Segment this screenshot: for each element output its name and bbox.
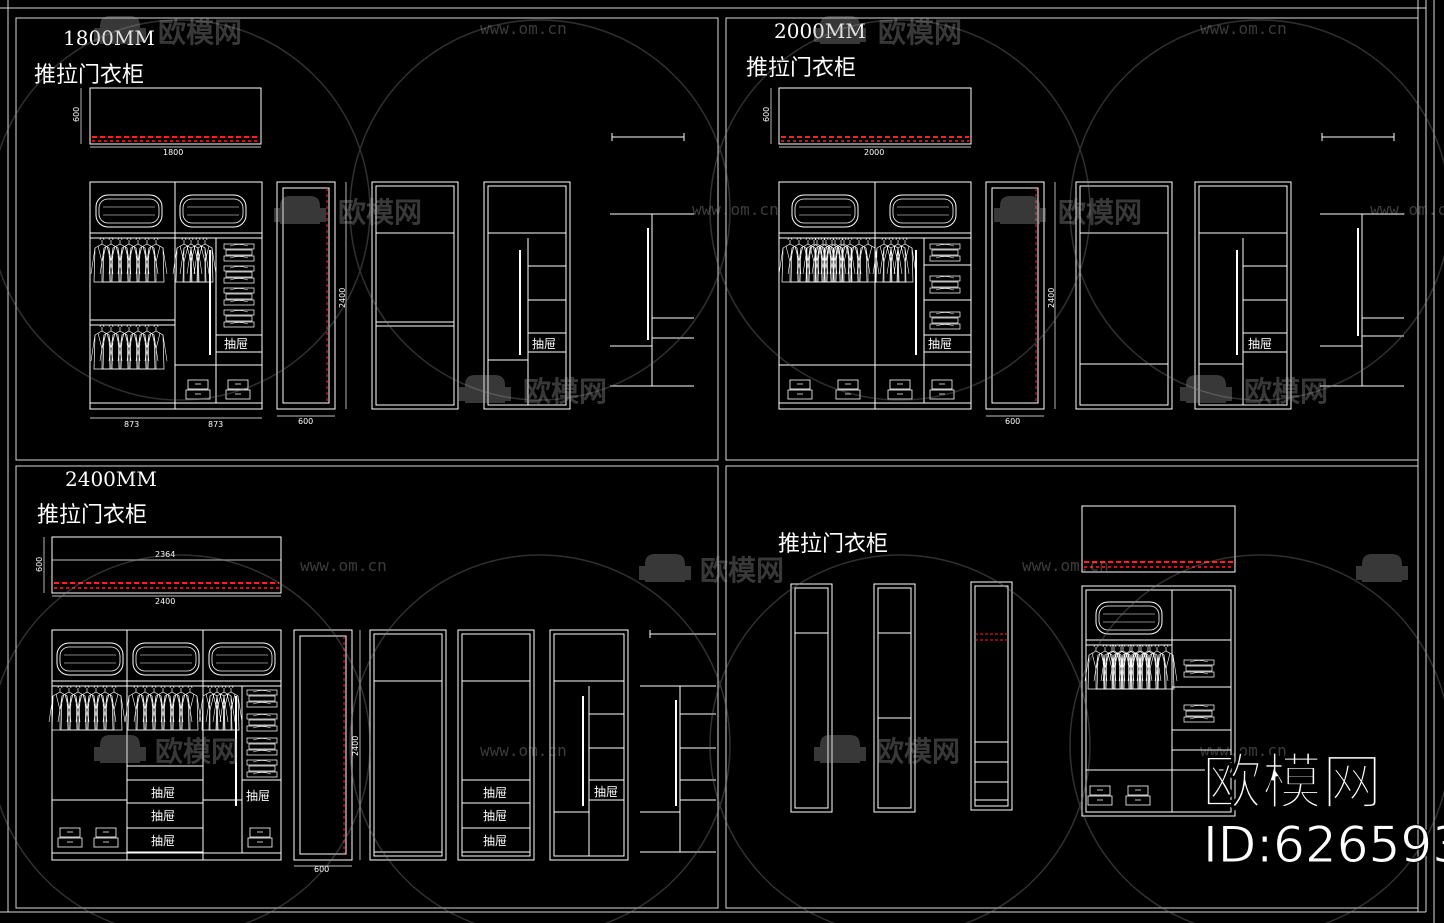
side-view-2400 bbox=[293, 629, 361, 867]
drawer-label-2400-6: 抽屉 bbox=[483, 809, 507, 823]
brand-stamp: 欧模网 ID:626593 bbox=[1202, 748, 1444, 875]
height-dim-1800: 2400 bbox=[338, 288, 347, 308]
watermark-url-4: www.om.cn bbox=[1370, 200, 1444, 219]
width-dim-1800: 1800 bbox=[163, 148, 183, 157]
watermark-brand-7: 欧模网 bbox=[700, 554, 784, 587]
drawer-label-1800: 抽屉 bbox=[224, 337, 248, 351]
watermark-brand-5: 欧模网 bbox=[523, 375, 607, 408]
width-dim-2400: 2400 bbox=[155, 597, 175, 606]
panel-title-components: 推拉门衣柜 bbox=[778, 532, 888, 557]
bay-dim-1800-left: 873 bbox=[124, 420, 139, 429]
panel-title-2000: 推拉门衣柜 bbox=[746, 56, 856, 81]
door-elevation-1800 bbox=[371, 181, 459, 410]
side-view-1800 bbox=[276, 181, 347, 417]
plan-view-1800: 600 1800 bbox=[72, 87, 262, 157]
watermark-brand-8: 欧模网 bbox=[155, 735, 239, 768]
side-view-2000 bbox=[985, 181, 1056, 417]
stamp-brand-logo: 欧模网 bbox=[1202, 748, 1382, 818]
drawer-label-2400-3: 抽屉 bbox=[151, 834, 175, 848]
inner-dim-2400: 2364 bbox=[155, 550, 175, 559]
drawer-label-2400-5: 抽屉 bbox=[483, 786, 507, 800]
watermark-url-7: www.om.cn bbox=[480, 741, 567, 760]
component-panel-c bbox=[970, 581, 1013, 811]
watermark-url-5: www.om.cn bbox=[300, 556, 387, 575]
watermark-url-3: www.om.cn bbox=[692, 200, 779, 219]
watermark-url-6: www.om.cn bbox=[1022, 556, 1109, 575]
drawer-label-1800-b: 抽屉 bbox=[532, 337, 556, 351]
front-elevation-2000 bbox=[778, 181, 972, 410]
panel-title-2400: 推拉门衣柜 bbox=[37, 503, 147, 528]
section-detail-2400 bbox=[640, 630, 716, 853]
carcass-elevation-2400 bbox=[549, 629, 629, 861]
stamp-id: ID:626593 bbox=[1203, 816, 1444, 874]
watermark-url-8: www.om.cn bbox=[1200, 741, 1287, 760]
plan-view-2400: 600 2364 2400 bbox=[35, 536, 282, 606]
section-detail-2000 bbox=[1320, 133, 1404, 387]
drawer-unit-2400 bbox=[457, 629, 535, 861]
panel-1800: 1800MM 推拉门衣柜 600 1800 bbox=[34, 26, 694, 429]
side-dim-2400: 600 bbox=[314, 865, 329, 874]
panel-title-1800: 推拉门衣柜 bbox=[34, 63, 144, 88]
watermark-layer: www.om.cn www.om.cn www.om.cn www.om.cn … bbox=[0, 16, 1444, 923]
watermark-url-2: www.om.cn bbox=[1200, 19, 1287, 38]
drawer-label-2000: 抽屉 bbox=[928, 337, 952, 351]
drawer-label-2400-8: 抽屉 bbox=[594, 785, 618, 799]
watermark-brand-3: 欧模网 bbox=[338, 196, 422, 229]
drawer-label-2400-4: 抽屉 bbox=[246, 789, 270, 803]
front-elevation-components bbox=[1081, 585, 1236, 817]
panel-2400: 2400MM 推拉门衣柜 600 2364 2400 bbox=[35, 467, 716, 874]
side-dim-1800: 600 bbox=[298, 417, 313, 426]
size-label-2400: 2400MM bbox=[65, 467, 157, 491]
component-panel-a bbox=[790, 583, 833, 813]
drawer-label-2000-b: 抽屉 bbox=[1248, 337, 1272, 351]
watermark-brand-1: 欧模网 bbox=[158, 16, 242, 49]
bay-dim-1800-right: 873 bbox=[208, 420, 223, 429]
watermark-brand-9: 欧模网 bbox=[876, 735, 960, 768]
door-elevation-2000 bbox=[1075, 181, 1173, 410]
carcass-elevation-2000 bbox=[1194, 181, 1292, 410]
side-dim-2000: 600 bbox=[1005, 417, 1020, 426]
plan-view-2000: 600 2000 bbox=[762, 87, 972, 157]
height-dim-2400: 2400 bbox=[351, 736, 360, 756]
carcass-elevation-1800 bbox=[483, 181, 571, 410]
drawer-label-2400-2: 抽屉 bbox=[151, 809, 175, 823]
depth-dim-1800: 600 bbox=[72, 107, 81, 122]
panel-components: 推拉门衣柜 bbox=[778, 505, 1236, 817]
door-elevation-2400 bbox=[369, 629, 447, 861]
drawer-label-2400-7: 抽屉 bbox=[483, 834, 507, 848]
watermark-url-1: www.om.cn bbox=[480, 19, 567, 38]
watermark-brand-6: 欧模网 bbox=[1244, 375, 1328, 408]
watermark-brand-2: 欧模网 bbox=[878, 16, 962, 49]
height-dim-2000: 2400 bbox=[1047, 288, 1056, 308]
section-detail-1800 bbox=[610, 133, 694, 387]
depth-dim-2400: 600 bbox=[35, 557, 44, 572]
plan-view-components bbox=[1081, 505, 1236, 573]
drawer-label-2400-1: 抽屉 bbox=[151, 786, 175, 800]
watermark-brand-4: 欧模网 bbox=[1058, 196, 1142, 229]
component-panel-b bbox=[873, 583, 916, 813]
width-dim-2000: 2000 bbox=[864, 148, 884, 157]
front-elevation-1800 bbox=[89, 181, 263, 419]
depth-dim-2000: 600 bbox=[762, 107, 771, 122]
